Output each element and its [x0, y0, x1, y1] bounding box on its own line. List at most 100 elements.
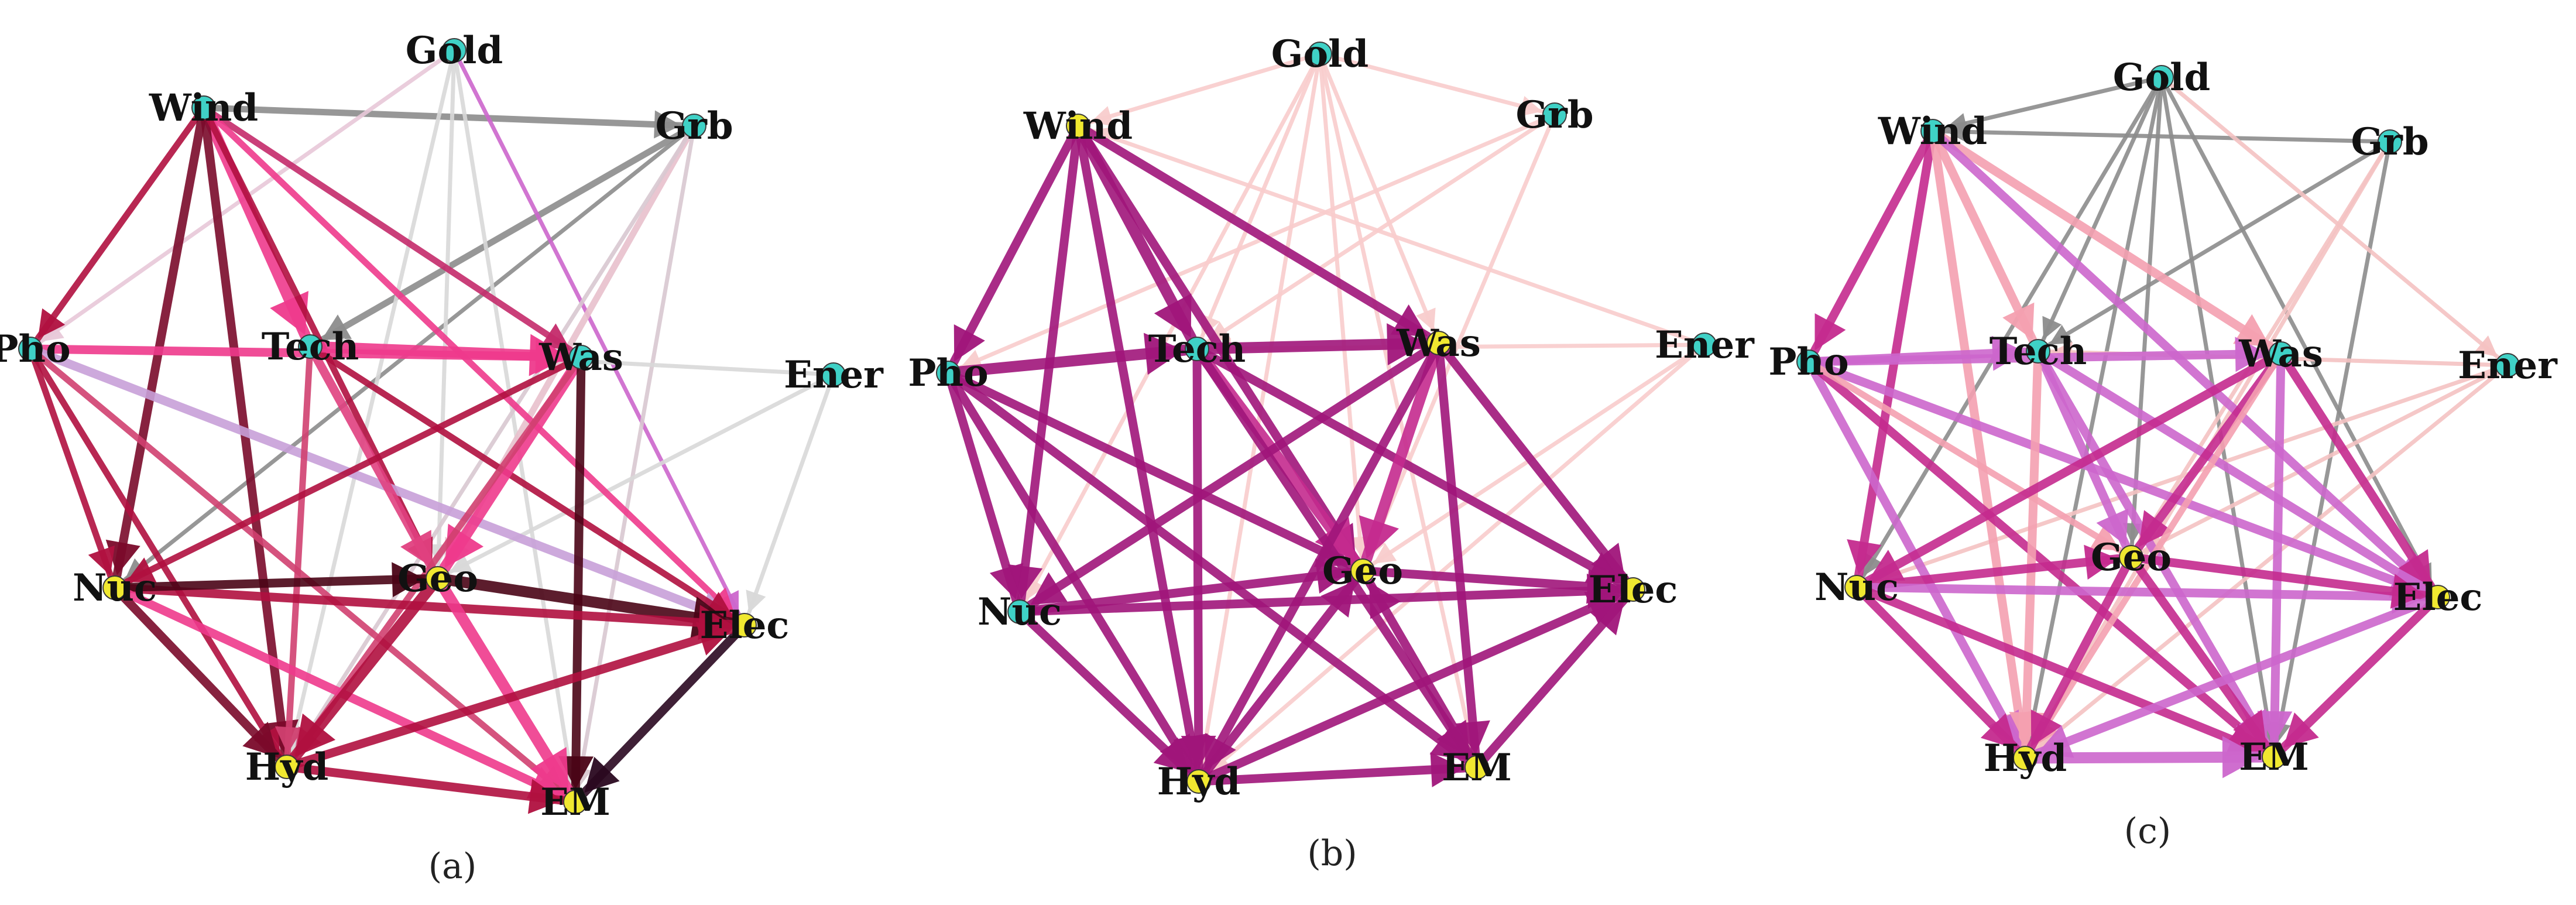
edge-Pho-Geo	[944, 368, 1356, 570]
edge-Geo-EM	[432, 573, 574, 797]
edge-Ener-Geo	[1371, 342, 1707, 566]
node-nuc-label: Nuc	[1814, 565, 1899, 609]
edge-Grb-Hyd	[291, 124, 697, 758]
edge-arrow-Nuc-Hyd	[242, 721, 278, 758]
node-geo-dot	[2119, 545, 2143, 570]
edge-arrow-Pho-Was	[2235, 337, 2269, 372]
edge-Wind-Nuc	[112, 103, 208, 580]
edge-Tech-Elec	[1192, 344, 1627, 588]
edge-Gold-Wind	[1088, 52, 1322, 125]
edge-Nuc-Geo	[1015, 568, 1354, 616]
panel-c-caption: (c)	[2124, 811, 2171, 852]
edge-Gold-Hyd	[287, 48, 457, 757]
edge-Was-EM	[571, 352, 586, 794]
node-hyd-label: Hyd	[245, 745, 328, 789]
edge-arrow-Was-Nuc	[1868, 550, 1905, 581]
edge-Hyd-Elec	[282, 625, 737, 772]
node-wind-label: Wind	[1878, 109, 1987, 153]
edge-Elec-Hyd	[2032, 592, 2443, 758]
edge-arrow-EM-Geo	[1369, 582, 1401, 619]
edge-arrow-Nuc-Hyd	[1153, 737, 1190, 773]
edge-Nuc-Elec	[1015, 585, 1625, 616]
edge-arrow-Was-Geo	[1359, 515, 1400, 559]
edge-Tech-Hyd	[2021, 347, 2043, 750]
edge-arrow-Ener-Geo	[449, 553, 473, 573]
node-em-label: EM	[1442, 746, 1512, 790]
edge-Nuc-Hyd	[110, 583, 283, 762]
edge-arrow-Nuc-Hyd	[1980, 713, 2016, 749]
node-geo-dot	[1350, 558, 1375, 583]
edge-arrow-Hyd-EM	[527, 779, 563, 814]
edge-arrow-Tech-Hyd	[275, 726, 303, 755]
edge-Wind-Hyd	[1928, 126, 2028, 750]
node-grb-dot	[1542, 102, 1567, 127]
edge-Nuc-Geo	[1852, 554, 2123, 592]
node-nuc-label: Nuc	[73, 566, 157, 610]
node-ener-label: Ener	[784, 353, 884, 397]
edge-arrow-Wind-Tech	[1154, 293, 1192, 338]
edge-arrow-Pho-Nuc	[88, 545, 115, 576]
edge-Geo-Elec	[432, 573, 738, 629]
edge-arrow-Gold-Was	[1416, 307, 1436, 331]
edge-arrow-Grb-Tech	[2049, 324, 2073, 345]
edge-Ener-Elec	[746, 372, 836, 615]
edge-Nuc-Elec	[110, 583, 736, 629]
edge-Gold-Geo	[2129, 75, 2164, 547]
edge-arrow-Ener-Elec	[746, 589, 766, 613]
node-gold-dot	[1308, 42, 1332, 66]
edge-Hyd-Elec	[1194, 590, 1626, 786]
node-was-label: Was	[538, 335, 623, 379]
node-ener-dot	[2495, 353, 2520, 378]
edge-Gold-Elec	[452, 48, 741, 616]
edge-arrow-Wind-Grb	[654, 110, 682, 139]
edge-arrow-Was-Nuc	[126, 557, 157, 583]
edge-Gold-Geo	[1318, 52, 1364, 560]
edge-Pho-Hyd	[944, 368, 1196, 775]
node-tech-label: Tech	[262, 325, 359, 369]
node-was-dot	[2269, 341, 2293, 366]
node-em-label: EM	[540, 780, 610, 824]
node-hyd-dot	[275, 755, 299, 779]
node-was-dot	[1426, 331, 1451, 355]
edge-Ener-Hyd	[2033, 363, 2510, 752]
edge-arrow-Geo-Hyd	[294, 713, 336, 757]
node-pho-label: Pho	[1768, 340, 1848, 384]
edge-Pho-Geo	[1805, 358, 2124, 554]
node-wind-dot	[1920, 119, 1945, 143]
node-elec-dot	[1621, 577, 1645, 602]
node-geo-label: Geo	[397, 557, 478, 601]
node-nuc-dot	[102, 575, 127, 600]
edge-arrow-Wind-Nuc	[105, 539, 140, 575]
edge-Gold-Tech	[1199, 52, 1322, 340]
node-pho-dot	[1796, 349, 1821, 374]
node-was-label: Was	[1396, 321, 1481, 365]
edge-Pho-Hyd	[27, 345, 283, 759]
node-ener-dot	[821, 362, 846, 387]
edge-arrow-Gold-Wind	[1090, 106, 1114, 126]
edge-Wind-Was	[1928, 126, 2275, 351]
edge-Was-Nuc	[1863, 349, 2286, 585]
edge-Hyd-EM	[2019, 751, 2267, 764]
node-hyd-label: Hyd	[1157, 760, 1240, 804]
edge-arrow-Gold-Pho	[40, 320, 64, 342]
edge-Gold-EM	[452, 48, 575, 791]
edge-Geo-Hyd	[2026, 553, 2136, 752]
edge-Geo-EM	[2126, 553, 2271, 751]
edge-arrow-Gold-Tech	[2042, 316, 2062, 340]
edge-Geo-Elec	[1358, 566, 1625, 593]
edge-Grb-Tech	[2047, 139, 2392, 347]
edge-Tech-EM	[1192, 344, 1474, 762]
edge-Gold-Grb	[1318, 52, 1545, 114]
edge-arrow-Was-Nuc	[1030, 572, 1068, 605]
node-pho-label: Pho	[0, 327, 71, 371]
edge-arrow-Geo-EM	[2233, 709, 2267, 747]
edge-Gold-EM	[2159, 75, 2274, 746]
edge-EM-Geo	[1364, 577, 1481, 772]
edge-Tech-Hyd	[1192, 344, 1203, 773]
edge-Pho-Tech	[942, 344, 1190, 379]
